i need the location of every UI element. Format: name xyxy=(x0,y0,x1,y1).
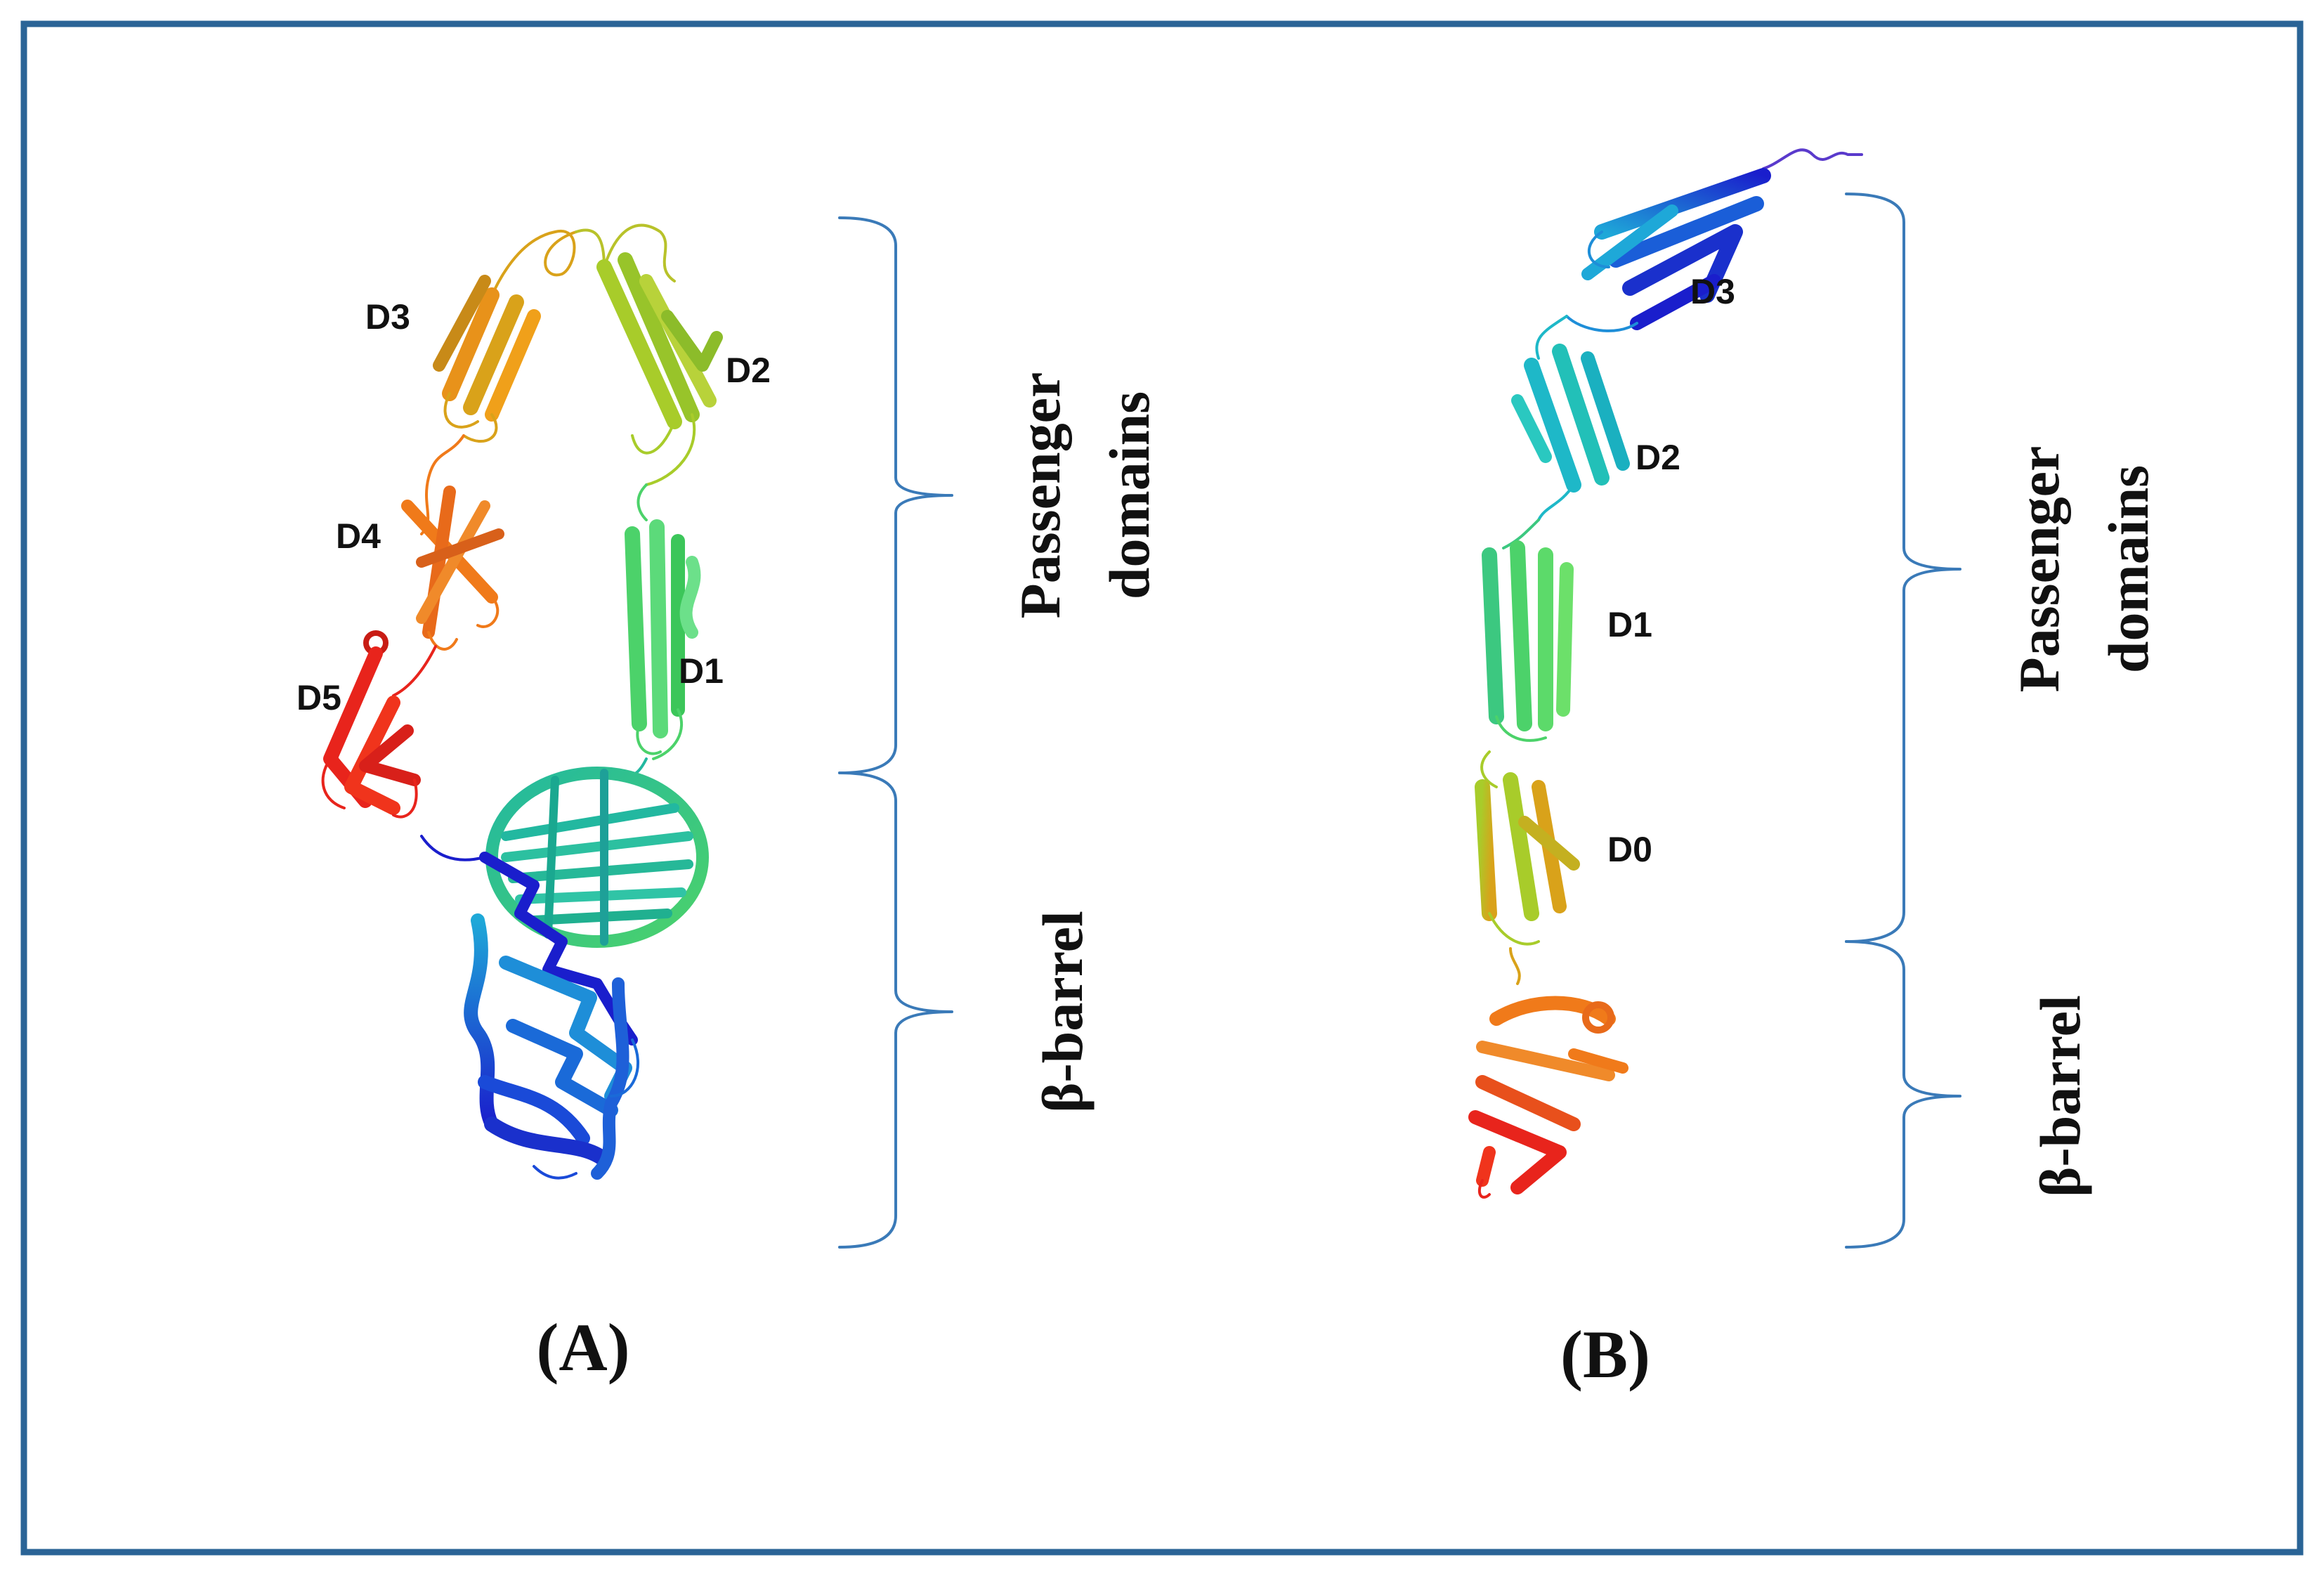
panel-b-d0-structure xyxy=(1475,750,1580,946)
panel-b-passenger-brace xyxy=(1845,193,1961,943)
panel-a-d4-structure xyxy=(401,434,504,651)
panel-a-barrel-structure xyxy=(485,757,709,948)
panel-b-label: (B) xyxy=(1560,1317,1650,1392)
panel-a-d3-label: D3 xyxy=(365,297,410,337)
panel-b-barrel-structure xyxy=(1468,947,1628,1199)
panel-b: D3 D2 D1 D0 Passenger domains β-barrel (… xyxy=(1468,148,2160,1392)
panel-a-passenger-label-line1: Passenger xyxy=(1008,372,1072,619)
panel-b-tail xyxy=(1762,148,1863,170)
panel-b-d1-structure xyxy=(1482,519,1574,742)
panel-b-d2-structure xyxy=(1511,315,1630,521)
panel-a-barrel-brace xyxy=(838,771,953,1249)
panel-b-d3-label: D3 xyxy=(1690,272,1735,311)
panel-a-d1-label: D1 xyxy=(679,651,724,691)
panel-a-helical-structure xyxy=(420,835,640,1180)
panel-a-barrel-label: β-barrel xyxy=(1031,911,1095,1113)
panel-b-passenger-label-line1: Passenger xyxy=(2007,446,2071,693)
panel-b-barrel-brace xyxy=(1845,940,1961,1249)
panel-a-d3-structure xyxy=(433,229,577,443)
panel-a-d5-label: D5 xyxy=(296,678,341,717)
panel-a-d2-structure xyxy=(575,223,723,486)
figure-border xyxy=(20,20,2304,1556)
panel-a-passenger-label-line2: domains xyxy=(1097,391,1161,599)
panel-a-d4-label: D4 xyxy=(336,516,381,556)
panel-a-d1-structure xyxy=(625,483,701,760)
panel-b-barrel-label: β-barrel xyxy=(2028,995,2092,1197)
panel-b-d2-label: D2 xyxy=(1636,438,1680,477)
panel-a-d2-label: D2 xyxy=(726,351,771,390)
panel-b-d1-label: D1 xyxy=(1607,605,1652,644)
panel-a-passenger-brace xyxy=(838,216,953,774)
panel-a-d5-structure xyxy=(321,630,437,819)
panel-a: D3 D2 D4 D1 D5 Passenger domains β-barre… xyxy=(296,216,1161,1385)
panel-b-d3-structure xyxy=(1565,168,1771,332)
panel-a-label: (A) xyxy=(536,1310,629,1385)
panel-b-d0-label: D0 xyxy=(1607,830,1652,869)
panel-b-passenger-label-line2: domains xyxy=(2096,465,2160,673)
